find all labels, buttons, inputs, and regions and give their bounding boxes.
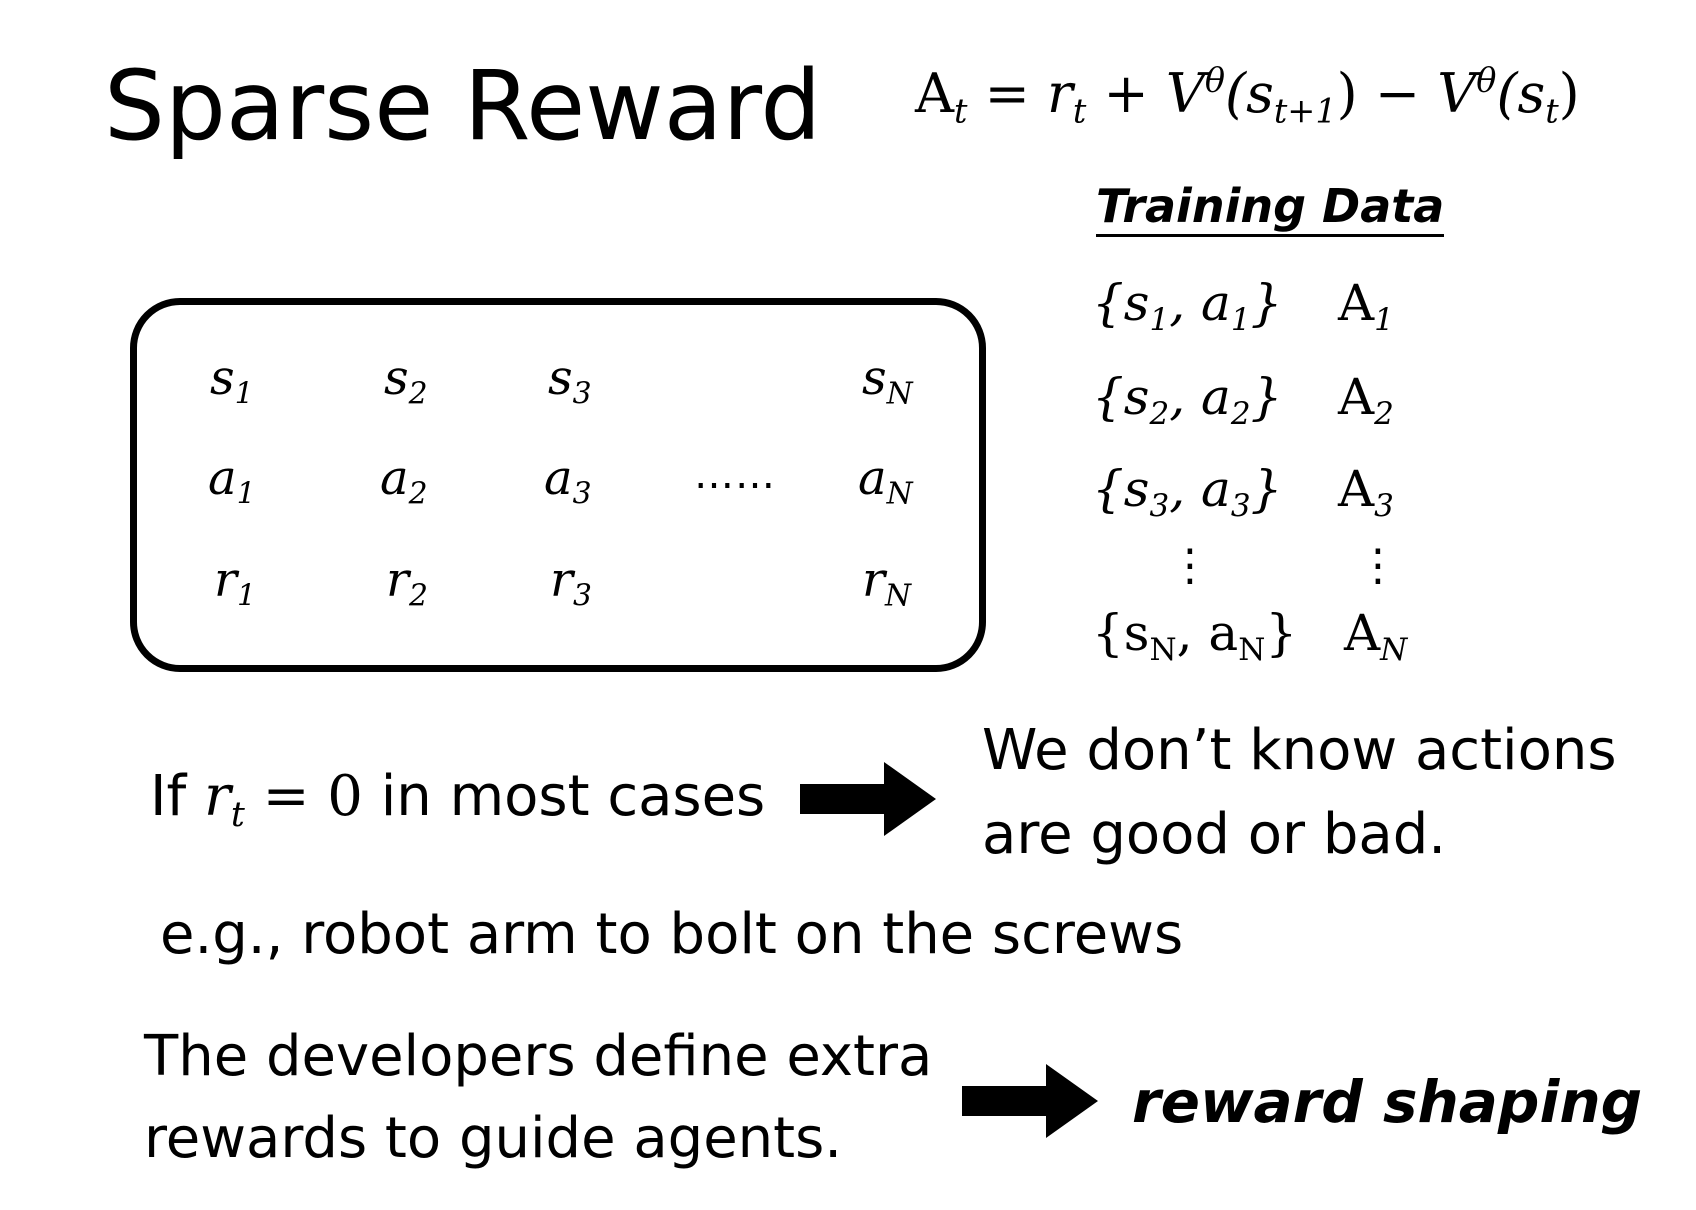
state-2: s2 [384,350,428,412]
advantage-n: AN [1344,604,1408,668]
developers-line-2: rewards to guide agents. [144,1106,843,1171]
vdots-advantages: ⋮ [1356,540,1400,591]
consequence-line-2: are good or bad. [982,802,1447,867]
reward-shaping-label: reward shaping [1132,1068,1643,1136]
training-pair-3: {s3, a3} [1092,460,1283,524]
arrow-right-icon [800,762,936,836]
slide-title: Sparse Reward [104,50,822,162]
action-2: a2 [380,450,428,512]
action-3: a3 [544,450,592,512]
ellipsis: …… [694,452,776,498]
reward-n: rN [862,552,911,614]
trajectory-box [130,298,986,672]
developers-line-1: The developers define extra [144,1024,933,1089]
arrow-right-icon-2 [962,1064,1098,1138]
state-n: sN [862,350,913,412]
advantage-formula: At = rt + Vθ(st+1) − Vθ(st) [915,60,1580,131]
training-pair-2: {s2, a2} [1092,368,1283,432]
advantage-3: A3 [1338,460,1394,524]
reward-3: r3 [550,552,592,614]
example-text: e.g., robot arm to bolt on the screws [160,902,1184,967]
training-data-heading: Training Data [1096,178,1445,237]
state-1: s1 [210,350,254,412]
sparse-condition: If rt = 0 in most cases [150,764,766,836]
training-pair-n: {sN, aN} [1092,604,1298,668]
state-3: s3 [548,350,592,412]
advantage-1: A1 [1338,274,1394,338]
action-n: aN [858,450,913,512]
consequence-line-1: We don’t know actions [982,718,1617,783]
reward-2: r2 [386,552,428,614]
action-1: a1 [208,450,256,512]
advantage-2: A2 [1338,368,1394,432]
vdots-pairs: ⋮ [1168,540,1212,591]
training-pair-1: {s1, a1} [1092,274,1283,338]
reward-1: r1 [214,552,256,614]
